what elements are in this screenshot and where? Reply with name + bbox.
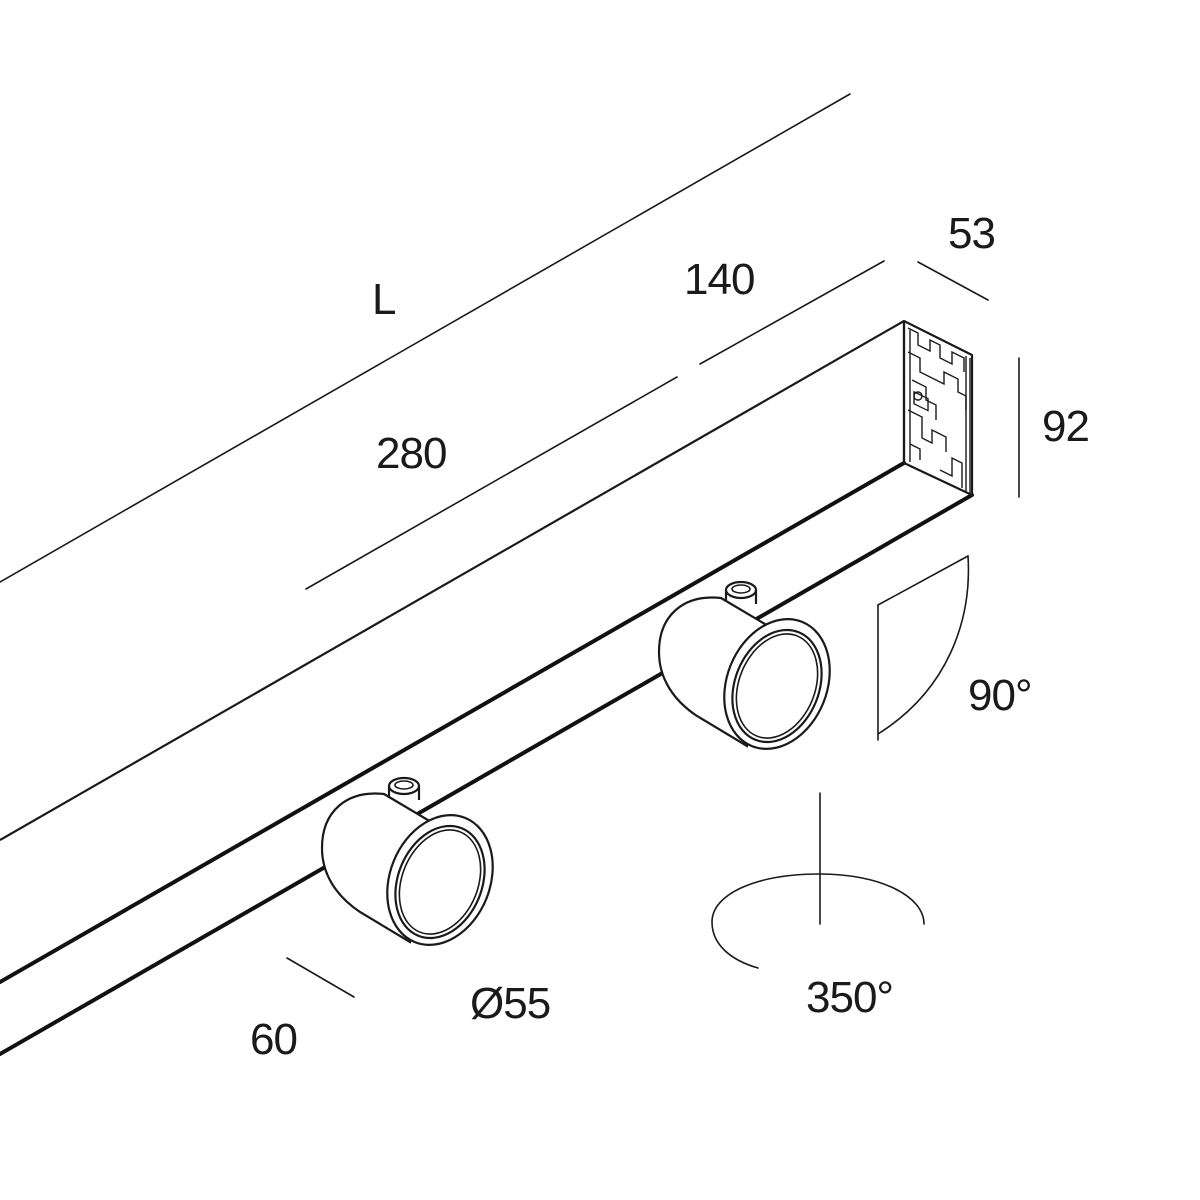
diameter-label: Ø55: [470, 979, 550, 1028]
spacing-long-dimension-line: [305, 376, 678, 590]
spacing-short-dimension-line: [699, 260, 885, 365]
spotlight-right: [657, 580, 831, 750]
length-dimension-line: [0, 93, 851, 583]
spacing-long-label: 280: [376, 429, 446, 478]
height-label: 92: [1042, 402, 1089, 451]
width-dimension-line: [917, 261, 989, 301]
tilt-angle-symbol: [877, 555, 970, 741]
profile-end-cap-detail: [907, 327, 971, 494]
offset-label: 60: [250, 1015, 297, 1064]
width-label: 53: [948, 209, 995, 258]
track-profile: [0, 319, 974, 1056]
spotlight-left: [320, 776, 494, 946]
tilt-angle-label: 90°: [968, 671, 1032, 720]
rotation-angle-label: 350°: [806, 973, 893, 1022]
spacing-short-label: 140: [684, 255, 754, 304]
rotation-angle-symbol: [711, 792, 925, 969]
offset-dimension-line: [286, 957, 355, 998]
length-label: L: [372, 275, 396, 324]
